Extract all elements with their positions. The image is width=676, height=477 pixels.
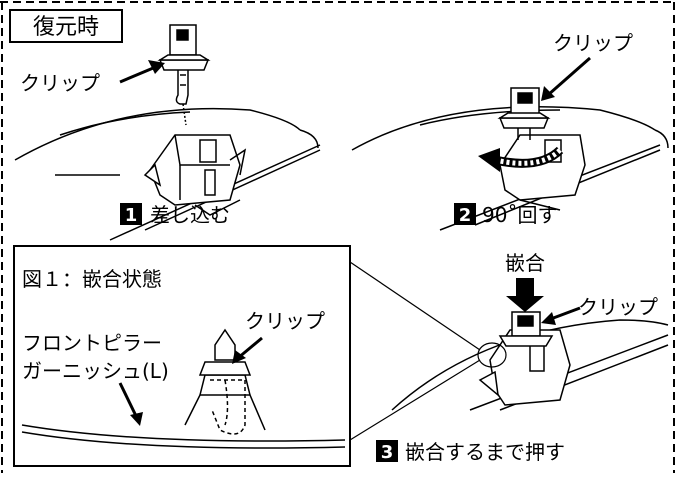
step2-illustration	[351, 87, 669, 231]
figure1-leader-lines	[349, 261, 507, 441]
figure1-clip-arrow	[232, 336, 263, 364]
figure1-part-label-line2: ガーニッシュ(L)	[22, 359, 169, 383]
figure1-part-arrow	[118, 382, 143, 426]
figure1-clip-label: クリップ	[245, 309, 325, 333]
step2-clip-label: クリップ	[553, 31, 633, 55]
step2-caption-text: 90˚回す	[482, 203, 557, 227]
figure1-illustration	[21, 328, 346, 449]
step1-number-badge	[120, 203, 142, 225]
svg-text:2: 2	[459, 205, 472, 226]
step3-clip-arrow	[541, 306, 581, 325]
step3-clip-label: クリップ	[578, 295, 658, 319]
figure1-part-label-line1: フロントピラー	[22, 331, 162, 355]
step3-fit-label: 嵌合	[505, 251, 545, 275]
step2-clip-arrow	[541, 56, 591, 101]
restore-label-box: 復元時	[9, 9, 123, 43]
step3-caption-text: 嵌合するまで押す	[405, 440, 565, 464]
figure1-title: 図１：嵌合状態	[22, 267, 162, 291]
step1-caption-text: 差し込む	[150, 203, 230, 227]
svg-text:3: 3	[381, 442, 394, 463]
restore-label: 復元時	[33, 15, 99, 40]
step1-illustration	[14, 24, 321, 241]
step1-clip-label: クリップ	[20, 71, 100, 95]
step3-caption: 3 嵌合するまで押す	[376, 440, 565, 464]
step3-illustration	[391, 311, 669, 411]
step1-caption: 1 差し込む	[120, 203, 230, 227]
svg-text:1: 1	[125, 205, 138, 226]
step2-caption: 2 90˚回す	[454, 203, 557, 227]
step3-number-badge	[376, 440, 398, 462]
step3-push-arrow	[506, 278, 544, 312]
step1-clip-arrow	[119, 60, 165, 84]
step2-rotate-arrow	[478, 146, 564, 172]
figure1-box: 図１：嵌合状態 クリップ フロントピラー ガーニッシュ(L)	[13, 245, 351, 467]
step2-number-badge	[454, 203, 476, 225]
